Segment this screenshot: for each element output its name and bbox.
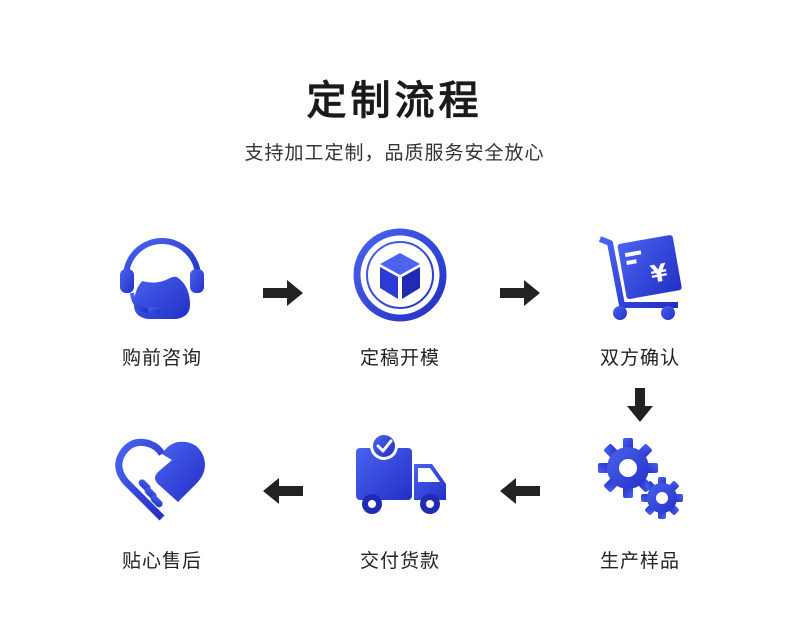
step-label: 生产样品 — [599, 550, 680, 572]
svg-text:¥: ¥ — [648, 258, 670, 289]
heart-handshake-icon — [115, 438, 205, 521]
step-label: 贴心售后 — [121, 550, 202, 572]
step-finalize-mold: 定稿开模 — [325, 225, 475, 370]
page-title: 定制流程 — [306, 78, 483, 124]
cube-icon — [353, 228, 447, 322]
step-confirm: ¥ 双方确认 — [565, 225, 715, 370]
step-label: 定稿开模 — [359, 347, 440, 369]
arrow-left-icon — [500, 478, 540, 504]
step-deliver-payment: 交付货款 — [325, 428, 475, 573]
step-label: 双方确认 — [599, 347, 680, 369]
step-produce-sample: 生产样品 — [565, 428, 715, 573]
cart-invoice-icon: ¥ — [598, 235, 682, 320]
arrow-down-icon — [627, 388, 653, 422]
headset-icon — [120, 238, 204, 319]
step-label: 购前咨询 — [121, 347, 202, 369]
step-consult: 购前咨询 — [87, 225, 237, 370]
arrow-left-icon — [263, 478, 303, 504]
arrow-right-icon — [263, 280, 303, 306]
delivery-truck-icon — [356, 432, 446, 514]
page-subtitle: 支持加工定制，品质服务安全放心 — [244, 142, 545, 164]
step-label: 交付货款 — [359, 550, 440, 572]
step-after-sales: 贴心售后 — [87, 428, 237, 573]
arrow-right-icon — [500, 280, 540, 306]
gears-icon — [598, 438, 683, 519]
